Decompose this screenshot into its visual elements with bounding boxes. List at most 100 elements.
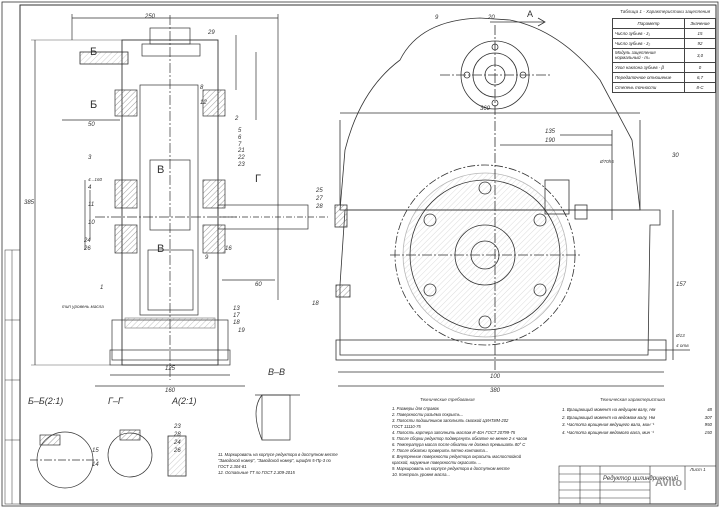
callout-16: 16 [225,246,232,252]
list-item: краской, наружные поверхности окрасить .… [392,460,482,465]
rv-dim-380: 380 [490,388,501,394]
table-cell: Модуль зацепления нормальный - mₙ [612,48,685,63]
callout-18: 18 [233,320,240,326]
stamp-title: Редуктор цилиндрический [603,476,679,482]
list-item: 5. После сборки редуктор подвергнуть обк… [392,436,527,441]
list-item: ГОСТ 11110-75 [392,424,421,429]
list-item: 3. Полости подшипников заполнить смазкой… [392,418,509,423]
char-label: 2. Вращающий момент на ведомом валу, Нм [562,414,656,420]
table-cell: Угол наклона зубьев - β [612,62,685,73]
rv-callout-27: 27 [316,196,323,202]
section-mark-b-bottom: Б [90,99,98,111]
rv-dim-d70: Ø70h6 [600,159,614,164]
char-label: 3. Частота вращения ведущего вала, мин⁻¹ [562,422,655,427]
dim-385: 385 [24,200,35,206]
char-value: 48 [707,407,712,412]
section-mark-v-bottom: В [157,243,165,255]
rv-callout-30: 30 [672,153,679,159]
callout-19: 19 [238,328,245,334]
view-a-mark: А [527,9,534,19]
section-a-title: А(2:1) [172,396,197,406]
callout-12: 12 [200,100,207,106]
callout-8: 8 [200,85,204,91]
table1-header-value: Значение [684,18,716,29]
dim-50: 50 [88,122,95,128]
list-item: 4. Частота вращения ведомого вала, мин⁻¹… [562,430,712,438]
table-cell: Число зубьев - z₂ [612,38,685,49]
table-cell: 6,7 [684,72,716,83]
section-mark-b-top: Б [90,46,98,58]
additional-notes: 11. Маркировать на корпусе редуктора в д… [218,452,383,476]
table1-title: Таблица 1 - Характеристики зацепления [620,9,711,14]
table1-header-param: Параметр [612,18,685,29]
callout-7: 7 [238,142,242,148]
list-item: 1. Размеры для справок [392,406,439,411]
callout-26: 26 [84,246,91,252]
rv-callout-20: 20 [488,15,495,21]
rv-dim-190: 190 [545,138,556,144]
sec-callout-15: 15 [92,448,99,454]
callout-11: 11 [88,202,95,208]
table-cell: Передаточное отношение [612,72,685,83]
tech-req-list: 1. Размеры для справок 2. Поверхности ра… [392,406,557,478]
sec-callout-23: 23 [174,424,181,430]
table-cell: 8-С [684,82,716,93]
table-cell: Степень точности [612,82,685,93]
dim-250: 250 [145,14,156,20]
stamp-doc: Avito [655,477,683,489]
callout-1: 1 [100,285,104,291]
callout-4: 4 [88,185,92,191]
tech-char-title: Техническая характеристика [600,397,666,402]
rv-dim-100: 100 [490,374,501,380]
right-view [334,17,690,387]
table-cell: 92 [684,38,716,49]
tech-req-title: Технические требования [420,397,475,402]
section-mark-v-top: В [157,164,165,176]
callout-5: 5 [238,128,242,134]
callout-6: 6 [238,135,242,141]
table-cell: 15 [684,28,716,39]
rv-dim-360: 360 [480,106,491,112]
callout-29: 29 [208,30,215,36]
callout-22: 22 [238,155,245,161]
table-cell: 0 [684,62,716,73]
callout-9: 9 [205,255,209,261]
callout-3: 3 [88,155,92,161]
oil-level-label: тип уровень масла [62,304,104,309]
char-value: 150 [704,429,712,435]
dim-125: 125 [165,366,176,372]
section-views [30,394,300,489]
section-mark-g: Г [255,173,261,185]
section-bb-title: Б–Б(2:1) [28,396,64,406]
list-item: "Заводской номер", "Заводской номер", шр… [218,458,331,463]
rv-callout-28: 28 [316,204,323,210]
callout-2: 2 [235,116,239,122]
rv-dim-157: 157 [676,282,687,288]
dim-160: 160 [165,388,176,394]
sec-callout-26: 26 [174,448,181,454]
callout-17: 17 [233,313,240,319]
list-item: 2. Поверхности разъёма покрыть... [392,412,464,417]
list-item: 4. Полость картера заполнить маслом И-40… [392,430,516,435]
table-cell: Число зубьев - z₁ [612,28,685,39]
rv-callout-25: 25 [316,188,323,194]
rv-dim-135: 135 [545,129,556,135]
list-item: 8. Внутренние поверхности редуктора окра… [392,454,522,459]
title-block [558,465,717,505]
dim-4-160: 4...160 [88,177,103,182]
section-vv-title: В–В [268,367,286,377]
dim-60: 60 [255,282,262,288]
list-item: 9. Маркировать на корпусе редуктора в до… [392,466,510,471]
callout-24: 24 [84,238,91,244]
list-item: 3. Частота вращения ведущего вала, мин⁻¹… [562,422,712,430]
stamp-sheet: Лист 1 [690,467,706,472]
